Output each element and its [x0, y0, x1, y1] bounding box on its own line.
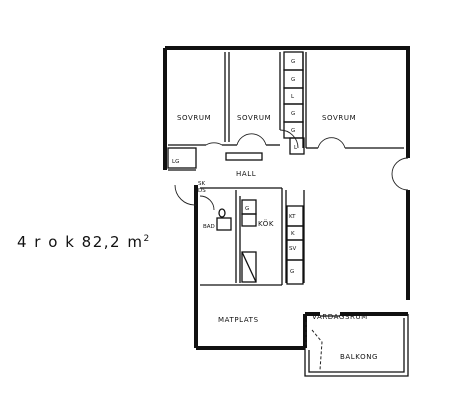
room-label-sovrum-3: SOVRUM: [322, 114, 356, 122]
fixture-label-g5: G: [290, 269, 294, 275]
room-label-matplats: MATPLATS: [218, 316, 259, 324]
fixture-label-g4: G: [291, 128, 295, 134]
apartment-summary: 4 r o k 82,2 m2: [17, 233, 149, 251]
fixture-label-k: K: [291, 231, 295, 237]
door-swings: [174, 129, 409, 371]
apartment-summary-text: 4 r o k 82,2 m: [17, 233, 144, 251]
fixture-label-l2: L: [294, 145, 298, 151]
room-label-sovrum-1: SOVRUM: [177, 114, 211, 122]
room-label-vardagsrum: VARDAGSRUM: [312, 313, 368, 321]
fixture-label-lg: LG: [172, 159, 179, 165]
fixture-label-g6: G: [245, 206, 249, 212]
interior-walls: [168, 52, 404, 286]
wardrobes: [167, 51, 305, 285]
balcony: [304, 314, 409, 377]
fixture-label-g2: G: [291, 77, 295, 83]
room-label-balkong: BALKONG: [340, 353, 378, 361]
fixture-label-kt: KT: [289, 214, 296, 220]
fixture-label-l1: L: [291, 94, 295, 100]
room-label-hall: HALL: [236, 170, 256, 178]
fixture-label-sv: SV: [289, 246, 296, 252]
exterior-walls: [163, 46, 410, 350]
room-label-bad: BAD: [203, 224, 215, 230]
fixture-label-sk: SK: [198, 181, 205, 187]
fixture-label-ds: DS: [198, 188, 206, 194]
room-label-sovrum-2: SOVRUM: [237, 114, 271, 122]
fixture-label-g3: G: [291, 111, 295, 117]
fixture-label-g1: G: [291, 59, 295, 65]
room-label-kok: KÖK: [258, 219, 274, 228]
area-unit-superscript: 2: [143, 234, 150, 244]
